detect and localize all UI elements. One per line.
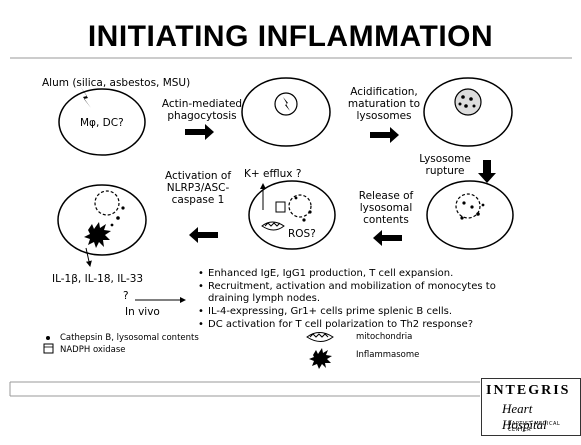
stimulus-label: Alum (silica, asbestos, MSU): [42, 77, 190, 89]
bullet-item: •Recruitment, activation and mobilizatio…: [198, 281, 496, 293]
inflammasome-icon: [84, 222, 111, 248]
cytokine-arrow: [86, 248, 90, 266]
cytokine-label: IL-1β, IL-18, IL-33: [52, 273, 143, 285]
mitochondria-icon: [262, 222, 284, 230]
k-efflux-label: K+ efflux ?: [244, 168, 301, 180]
arrow-release: [373, 230, 402, 246]
cell-2: [242, 78, 330, 146]
legend-mitochondria: mitochondria: [356, 332, 412, 342]
logo-wordmark: INTEGRIS: [486, 383, 570, 399]
arrow-maturation: [370, 127, 399, 143]
cell-type-label: Mφ, DC?: [80, 117, 124, 129]
arrow-rupture: [478, 160, 496, 183]
step-acidification: Acidification, maturation to lysosomes: [338, 86, 430, 122]
bullet-item: •Enhanced IgE, IgG1 production, T cell e…: [198, 268, 453, 280]
question-mark: ?: [123, 290, 129, 302]
bullet-item: •DC activation for T cell polarization t…: [198, 319, 473, 331]
legend-mitochondria-icon: [307, 333, 333, 342]
nadph-oxidase-icon: [276, 202, 285, 212]
lysosome: [455, 89, 481, 115]
step-release: Release of lysosomal contents: [346, 190, 426, 226]
integris-heart-hospital-logo: INTEGRIS Heart Hospital BAPTIST MEDICAL …: [481, 378, 581, 436]
cell-4: [427, 181, 513, 249]
bullet-item: •IL-4-expressing, Gr1+ cells prime splen…: [198, 306, 452, 318]
phagosome-lightning-icon: [283, 97, 290, 111]
step-rupture: Lysosome rupture: [410, 153, 480, 177]
step-phagocytosis: Actin-mediated phagocytosis: [150, 98, 254, 122]
bullet-item-continuation: draining lymph nodes.: [198, 293, 320, 305]
legend-nadph: NADPH oxidase: [60, 345, 126, 355]
arrow-phagocytosis: [185, 124, 214, 140]
lightning-stimulus-icon: [80, 86, 91, 108]
arrow-activation: [189, 227, 218, 243]
ros-label: ROS?: [288, 228, 316, 240]
legend-inflammasome-icon: [309, 348, 332, 369]
legend-cathepsin: Cathepsin B, lysosomal contents: [60, 333, 199, 343]
logo-tagline: BAPTIST MEDICAL CENTER: [508, 421, 580, 433]
legend-cylinder-icon: [44, 344, 53, 353]
legend-dot-icon: [46, 336, 50, 340]
cell-6-lysosome: [95, 191, 119, 215]
cell-5-lysosome: [289, 195, 311, 217]
legend-inflammasome: Inflammasome: [356, 350, 419, 360]
in-vivo-label: In vivo: [125, 306, 160, 318]
step-activation: Activation of NLRP3/ASC- caspase 1: [156, 170, 240, 206]
